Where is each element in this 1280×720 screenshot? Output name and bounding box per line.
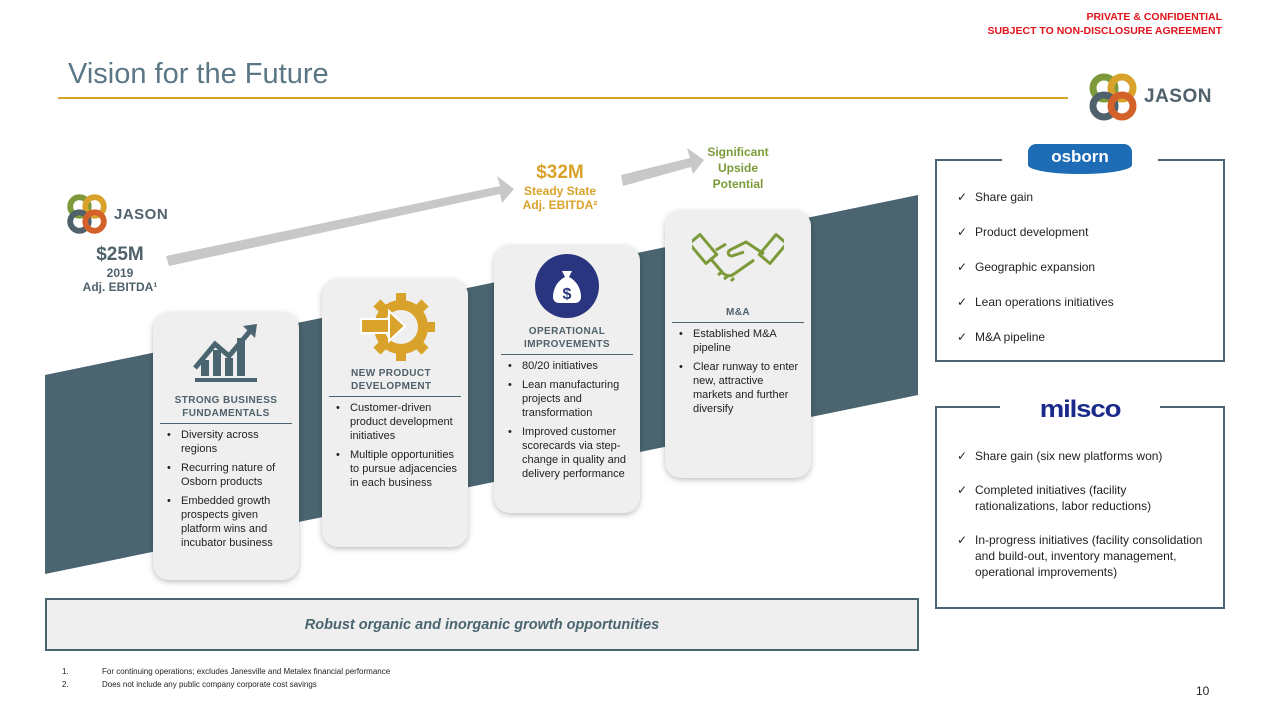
bullet: Customer-driven product development init… (332, 401, 458, 443)
bullet: Recurring nature of Osborn products (163, 461, 289, 489)
card-bullets: Diversity across regions Recurring natur… (163, 428, 289, 550)
start-label: Adj. EBITDA¹ (82, 280, 158, 294)
bullet: Established M&A pipeline (675, 327, 801, 355)
card-m-and-a: M&A Established M&A pipeline Clear runwa… (665, 210, 811, 478)
upside-line-3: Potential (712, 177, 764, 191)
bullet: Diversity across regions (163, 428, 289, 456)
osborn-item: Lean operations initiatives (957, 294, 1213, 310)
milsco-item: Share gain (six new platforms won) (957, 448, 1213, 464)
card-bullets: Established M&A pipeline Clear runway to… (675, 327, 801, 416)
card-title: M&A (672, 306, 804, 323)
gear-arrow-icon (332, 279, 458, 367)
osborn-item: Geographic expansion (957, 259, 1213, 275)
start-year: 2019 (106, 266, 134, 280)
milsco-logo: milsco (1000, 396, 1160, 424)
confidentiality-notice: PRIVATE & CONFIDENTIAL SUBJECT TO NON-DI… (987, 10, 1222, 38)
page-title: Vision for the Future (68, 58, 329, 90)
bullet: Clear runway to enter new, attractive ma… (675, 360, 801, 416)
bullet: Embedded growth prospects given platform… (163, 494, 289, 550)
jason-logo-icon (67, 194, 107, 234)
start-value: $25M (96, 244, 144, 265)
footnote: 1.For continuing operations; excludes Ja… (62, 667, 391, 676)
growth-arrow (166, 176, 514, 266)
osborn-item: Product development (957, 224, 1213, 240)
confidential-line-2: SUBJECT TO NON-DISCLOSURE AGREEMENT (987, 25, 1222, 37)
target-line-1: Steady State (523, 184, 597, 198)
start-ebitda: $25M 2019 Adj. EBITDA¹ (70, 244, 170, 294)
jason-logo: JASON (1088, 72, 1212, 122)
osborn-logo: osborn (1002, 144, 1158, 174)
jason-logo-icon (1089, 73, 1137, 121)
upside-line-1: Significant (707, 145, 769, 159)
money-bag-icon: $ (504, 245, 630, 325)
osborn-logo-text: osborn (1028, 144, 1132, 174)
upside-label: Significant Upside Potential (688, 144, 788, 192)
footnotes: 1.For continuing operations; excludes Ja… (62, 666, 390, 691)
milsco-item: In-progress initiatives (facility consol… (957, 532, 1213, 580)
jason-logo-small: JASON (66, 193, 168, 235)
upside-arrow (621, 148, 704, 186)
milsco-box: Share gain (six new platforms won) Compl… (935, 406, 1225, 609)
jason-logo-text: JASON (114, 205, 169, 223)
growth-banner: Robust organic and inorganic growth oppo… (45, 598, 919, 651)
bullet: Improved customer scorecards via step-ch… (504, 425, 630, 481)
bullet: 80/20 initiatives (504, 359, 630, 373)
jason-logo-text: JASON (1144, 86, 1212, 107)
bullet: Multiple opportunities to pursue adjacen… (332, 448, 458, 490)
milsco-item: Completed initiatives (facility rational… (957, 482, 1213, 514)
start-point: JASON (66, 193, 168, 235)
target-ebitda: $32M Steady State Adj. EBITDA² (510, 162, 610, 212)
confidential-line-1: PRIVATE & CONFIDENTIAL (1086, 11, 1222, 23)
target-line-2: Adj. EBITDA² (522, 198, 598, 212)
bullet: Lean manufacturing projects and transfor… (504, 378, 630, 420)
handshake-icon (675, 210, 801, 306)
card-bullets: 80/20 initiatives Lean manufacturing pro… (504, 359, 630, 481)
target-value: $32M (536, 162, 584, 183)
growth-chart-icon (163, 312, 289, 394)
milsco-logo-text: milsco (1039, 396, 1122, 423)
footnote: 2.Does not include any public company co… (62, 679, 317, 689)
page-number: 10 (1196, 684, 1210, 698)
upside-line-2: Upside (717, 161, 758, 175)
card-bullets: Customer-driven product development init… (332, 401, 458, 490)
title-divider (58, 97, 1068, 99)
svg-text:$: $ (563, 286, 572, 303)
osborn-box: Share gain Product development Geographi… (935, 159, 1225, 362)
osborn-item: Share gain (957, 189, 1213, 205)
osborn-item: M&A pipeline (957, 329, 1213, 345)
